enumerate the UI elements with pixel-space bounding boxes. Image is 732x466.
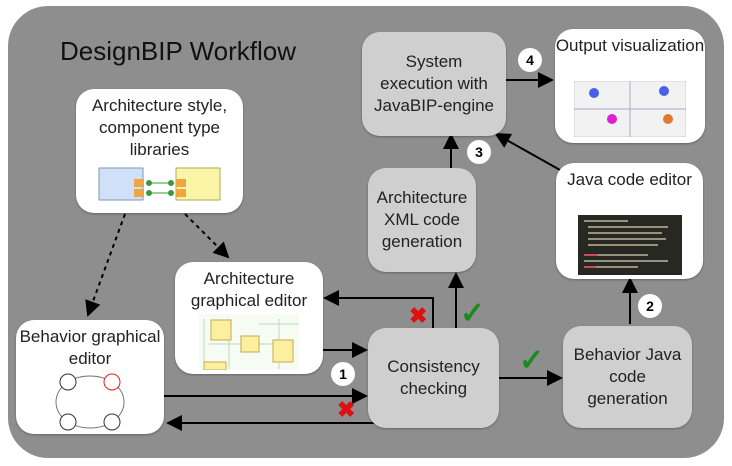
step-badge-1: 1 [331,362,355,386]
node-label: Architecture XML code generation [376,188,468,251]
dotted-arrow-to-arch-editor [184,213,230,259]
code-editor-thumbnail [577,215,682,275]
dotted-arrow-to-behavior [85,213,126,317]
step-badge-3: 3 [467,140,491,164]
check-icon: ✓ [519,344,545,377]
node-label: Java code editor [567,170,692,189]
node-output-visualization[interactable]: Output visualization [555,29,705,143]
node-consistency-checking[interactable]: Consistency checking [368,328,499,428]
node-system-execution[interactable]: System execution with JavaBIP-engine [362,32,506,136]
cross-icon: ✖ [409,303,428,328]
node-label: Behavior Java code generation [573,345,682,408]
node-label: Consistency checking [387,357,480,398]
node-label: System execution with JavaBIP-engine [373,52,495,115]
node-architecture-xml[interactable]: Architecture XML code generation [368,168,476,272]
node-label: Architecture style, component type libra… [91,96,228,159]
node-behavior-java-generation[interactable]: Behavior Java code generation [563,326,692,428]
node-architecture-editor[interactable]: Architecture graphical editor [175,262,323,374]
diagram-title: DesignBIP Workflow [60,36,297,66]
step-badge-4: 4 [518,48,542,72]
architecture-editor-thumbnail [199,314,299,370]
node-label: Architecture graphical editor [190,269,308,310]
arrow-consistency-to-arch [323,290,434,328]
node-architecture-style[interactable]: Architecture style, component type libra… [76,89,243,213]
component-library-thumbnail [98,167,220,201]
node-behavior-editor[interactable]: Behavior graphical editor [16,320,164,434]
node-label: Behavior graphical editor [19,327,161,368]
node-label: Output visualization [555,36,705,55]
cross-icon: ✖ [337,397,356,422]
output-visualization-thumbnail [574,81,686,137]
state-machine-thumbnail [55,373,125,431]
step-badge-2: 2 [638,294,662,318]
node-java-code-editor[interactable]: Java code editor [556,163,703,279]
check-icon: ✓ [460,297,486,330]
arrow-java-to-exec [494,133,561,171]
